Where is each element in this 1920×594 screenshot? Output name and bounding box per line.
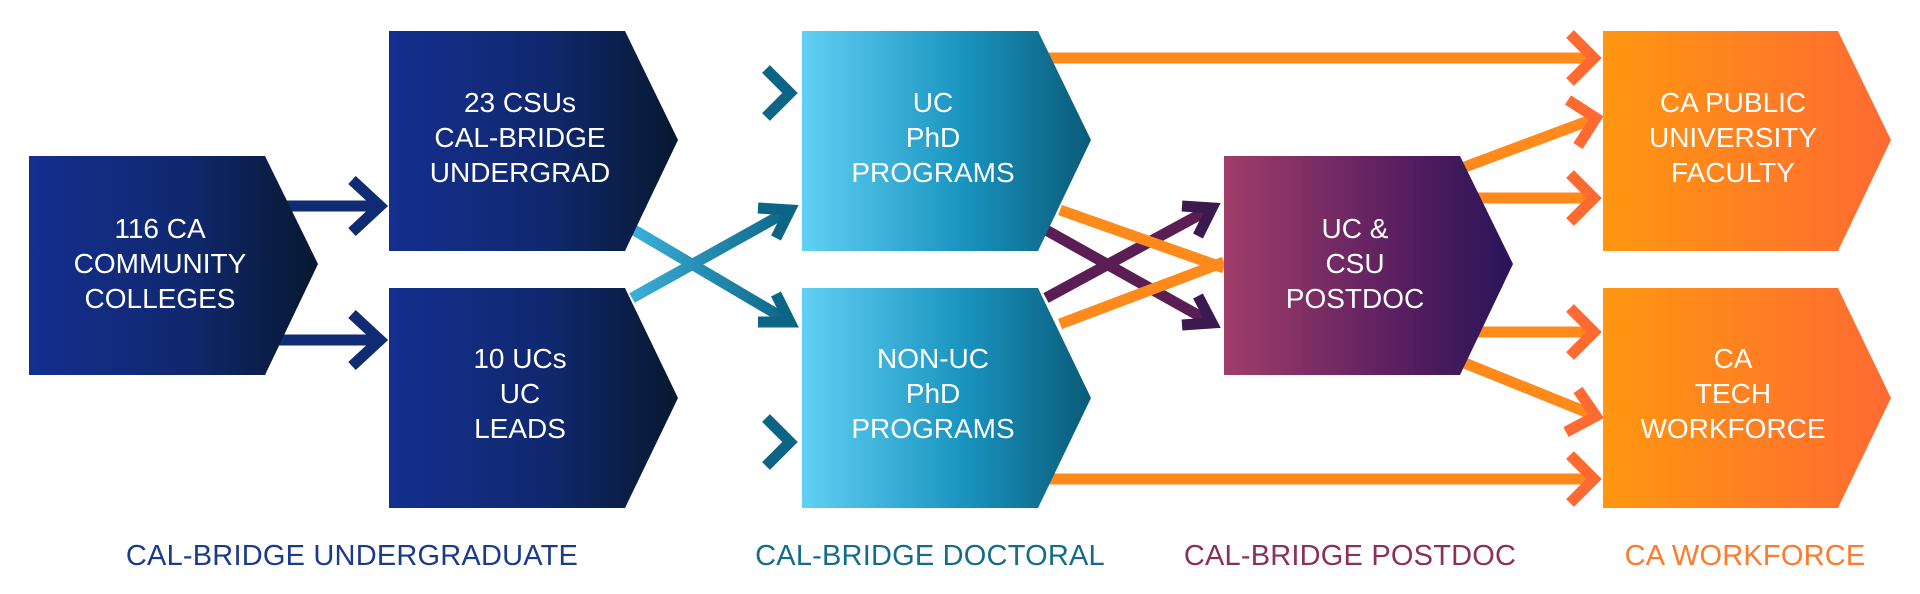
label-faculty-line1: CA PUBLIC: [1660, 87, 1806, 118]
label-csu-line2: CAL-BRIDGE: [434, 122, 605, 153]
label-nonuc-line2: PhD: [906, 378, 960, 409]
arrow-ucs-to-nonuc: [656, 414, 798, 470]
label-faculty-line2: UNIVERSITY: [1649, 122, 1817, 153]
label-ucphd-line2: PhD: [906, 122, 960, 153]
node-csu-undergrad: [389, 31, 678, 251]
arrow-cc-to-csu: [285, 175, 389, 237]
arrow-csu-to-ucphd: [656, 65, 798, 121]
node-community-colleges: [29, 156, 318, 375]
label-postdoc-line3: POSTDOC: [1286, 283, 1424, 314]
node-nonuc-phd: [802, 288, 1091, 508]
arrow-nonuc-to-tech: [1046, 451, 1602, 507]
node-postdoc: [1224, 156, 1513, 375]
node-uc-phd: [802, 31, 1091, 251]
arrow-ucphd-to-faculty: [1046, 30, 1602, 86]
label-postdoc-line1: UC &: [1322, 213, 1389, 244]
arrow-postdoc-to-tech-down: [1459, 356, 1605, 437]
label-ucphd-line1: UC: [913, 87, 953, 118]
arrow-cc-to-ucs: [278, 309, 389, 371]
arrow-nonuc-to-postdoc: [1043, 200, 1221, 303]
label-csu-line1: 23 CSUs: [464, 87, 576, 118]
arrow-ucphd-to-tech-cross: [1058, 204, 1226, 274]
label-cc-line3: COLLEGES: [85, 283, 236, 314]
label-uc10-line3: LEADS: [474, 413, 566, 444]
label-tech-line1: CA: [1714, 343, 1753, 374]
label-csu-line3: UNDERGRAD: [430, 157, 610, 188]
arrow-ucs-to-ucphd: [629, 202, 799, 303]
label-postdoc-line2: CSU: [1325, 248, 1384, 279]
label-faculty-line3: FACULTY: [1671, 157, 1795, 188]
node-tech-workforce: [1603, 288, 1891, 508]
node-uc-leads: [389, 288, 678, 508]
label-uc10-line2: UC: [500, 378, 540, 409]
label-cc-line1: 116 CA: [114, 213, 206, 244]
label-tech-line2: TECH: [1695, 378, 1771, 409]
arrow-ucphd-to-postdoc: [1043, 225, 1221, 331]
label-nonuc-line3: PROGRAMS: [851, 413, 1014, 444]
arrow-postdoc-to-tech: [1478, 304, 1602, 360]
arrow-postdoc-to-faculty-up: [1460, 95, 1604, 174]
label-uc10-line1: 10 UCs: [473, 343, 566, 374]
connector-arrows: [278, 30, 1605, 507]
stage-label-doctoral: CAL-BRIDGE DOCTORAL: [755, 540, 1105, 572]
arrow-postdoc-to-faculty: [1478, 170, 1602, 226]
stage-label-workforce: CA WORKFORCE: [1624, 540, 1866, 572]
arrow-csu-to-nonuc: [631, 225, 799, 328]
label-cc-line2: COMMUNITY: [74, 248, 247, 279]
label-nonuc-line1: NON-UC: [877, 343, 989, 374]
stage-label-postdoc: CAL-BRIDGE POSTDOC: [1183, 540, 1517, 572]
label-tech-line3: WORKFORCE: [1640, 413, 1825, 444]
node-faculty: [1603, 31, 1891, 251]
label-ucphd-line3: PROGRAMS: [851, 157, 1014, 188]
stage-label-undergraduate: CAL-BRIDGE UNDERGRADUATE: [125, 540, 579, 572]
node-labels: 116 CA COMMUNITY COLLEGES 23 CSUs CAL-BR…: [74, 87, 1826, 444]
stage-nodes: [29, 31, 1891, 508]
arrow-nonuc-to-faculty-cross: [1058, 256, 1226, 330]
